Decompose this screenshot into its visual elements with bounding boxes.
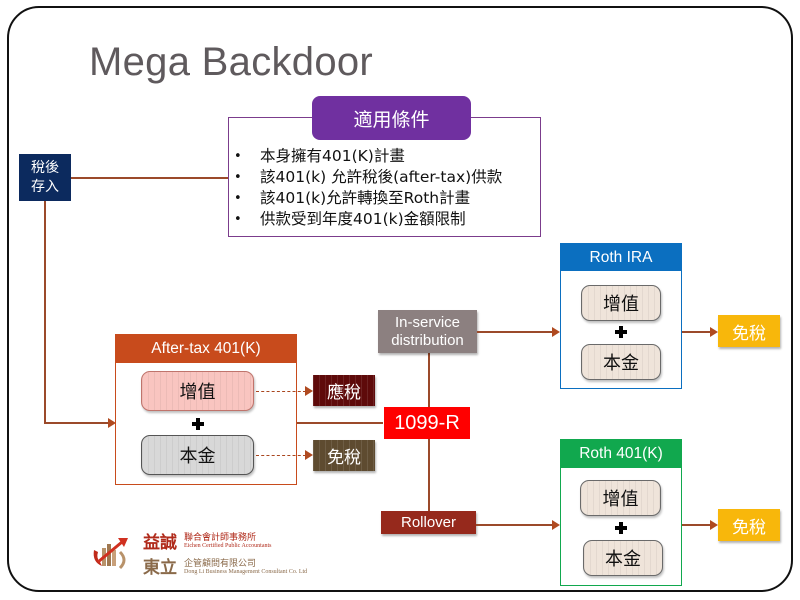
roth-ira-principal: 本金 bbox=[581, 344, 661, 380]
logo-firm-top-en: Eichen Certified Public Accountants bbox=[184, 543, 272, 549]
arrow-icon bbox=[710, 520, 718, 530]
arrow-icon bbox=[552, 520, 560, 530]
plus-icon bbox=[615, 522, 627, 534]
in-service-distribution-node: In-service distribution bbox=[378, 310, 477, 353]
roth-401k-principal: 本金 bbox=[583, 540, 663, 576]
after-tax-deposit-node: 稅後 存入 bbox=[19, 154, 71, 201]
logo-firm-bottom-cn: 企管顧問有限公司 bbox=[184, 559, 257, 569]
company-logo: 益誠 東立 聯合會計師事務所 Eichen Certified Public A… bbox=[88, 528, 328, 580]
after-tax-deposit-line2: 存入 bbox=[31, 178, 59, 195]
plus-icon bbox=[192, 418, 204, 430]
roth-401k-earnings: 增值 bbox=[580, 480, 661, 516]
conditions-header: 適用條件 bbox=[312, 96, 471, 140]
condition-item: 供款受到年度401(k)金額限制 bbox=[232, 209, 502, 230]
after-tax-deposit-line1: 稅後 bbox=[31, 159, 59, 176]
connector-rollover-to-roth-401k bbox=[476, 524, 552, 526]
condition-item: 本身擁有401(K)計畫 bbox=[232, 146, 502, 167]
dashed-connector-earnings bbox=[256, 391, 306, 392]
dashed-connector-principal bbox=[256, 455, 306, 456]
condition-item: 該401(k) 允許稅後(after-tax)供款 bbox=[232, 167, 502, 188]
roth-401k-header: Roth 401(K) bbox=[561, 440, 681, 468]
connector-source-to-conditions bbox=[71, 177, 228, 179]
roth-ira-header: Roth IRA bbox=[561, 244, 681, 271]
roth-ira-earnings: 增值 bbox=[581, 285, 661, 321]
connector-401k-to-1099r bbox=[297, 422, 383, 424]
tax-free-tag: 免稅 bbox=[313, 440, 375, 471]
after-tax-earnings: 增值 bbox=[141, 371, 254, 411]
roth-401k-tax-free-tag: 免稅 bbox=[718, 509, 780, 541]
after-tax-401k-header: After-tax 401(K) bbox=[116, 335, 296, 363]
logo-name-top: 益誠 bbox=[143, 533, 177, 553]
connector-roth-401k-to-result bbox=[682, 524, 710, 526]
in-service-line2: distribution bbox=[391, 331, 464, 349]
slide-frame bbox=[7, 6, 793, 592]
connector-in-service-to-roth-ira bbox=[477, 331, 552, 333]
plus-icon bbox=[615, 326, 627, 338]
rollover-node: Rollover bbox=[381, 511, 476, 534]
taxable-tag: 應稅 bbox=[313, 375, 375, 406]
arrow-icon bbox=[305, 386, 313, 396]
logo-mark-icon bbox=[93, 538, 128, 570]
arrow-icon bbox=[552, 327, 560, 337]
logo-firm-bottom-en: Dong Li Business Management Consultant C… bbox=[184, 569, 308, 575]
logo-name-bottom: 東立 bbox=[143, 558, 177, 578]
connector-source-down bbox=[44, 201, 46, 423]
conditions-list: 本身擁有401(K)計畫 該401(k) 允許稅後(after-tax)供款 該… bbox=[232, 146, 502, 230]
arrow-icon bbox=[108, 418, 116, 428]
arrow-icon bbox=[305, 450, 313, 460]
logo-firm-top-cn: 聯合會計師事務所 bbox=[184, 533, 257, 543]
slide-title: Mega Backdoor bbox=[89, 40, 374, 84]
arrow-icon bbox=[710, 327, 718, 337]
connector-roth-ira-to-result bbox=[682, 331, 710, 333]
connector-source-to-401k bbox=[44, 422, 108, 424]
form-1099r-badge: 1099-R bbox=[384, 407, 470, 439]
condition-item: 該401(k)允許轉換至Roth計畫 bbox=[232, 188, 502, 209]
roth-ira-tax-free-tag: 免稅 bbox=[718, 315, 780, 347]
after-tax-principal: 本金 bbox=[141, 435, 254, 475]
in-service-line1: In-service bbox=[394, 313, 461, 331]
